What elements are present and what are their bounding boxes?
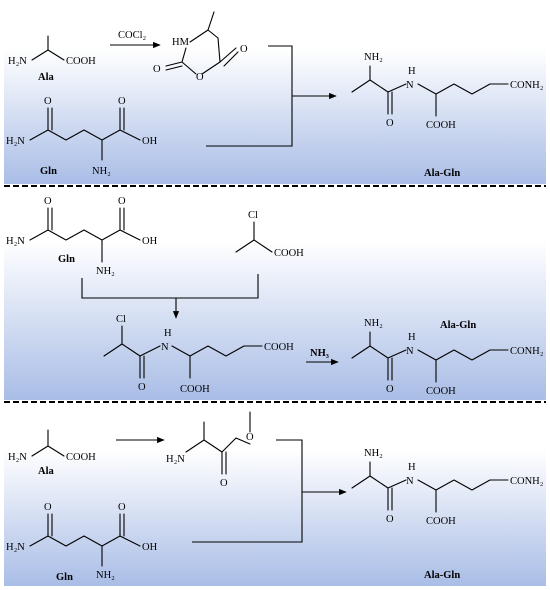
- panel-1: [4, 4, 546, 184]
- int-nitrogen: N: [161, 342, 169, 353]
- ala-amine-label: H₂N: [8, 56, 27, 67]
- int-chlorine: Cl: [116, 314, 126, 325]
- cpa-carboxyl: COOH: [274, 248, 304, 259]
- gln3-amine-label: NH₂: [96, 570, 115, 581]
- product-nitrogen: N: [406, 80, 414, 91]
- product-carboxyl: COOH: [426, 120, 456, 131]
- product2-nitrogen: N: [406, 346, 414, 357]
- product-hydrogen: H: [408, 66, 416, 77]
- gln2-name: Gln: [58, 254, 75, 265]
- ala-gln-product-3: NH₂ N H O COOH CONH₂ Ala-Gln: [351, 448, 544, 581]
- gln-structure-1: H₂N O O OH NH₂ Gln: [6, 96, 158, 177]
- ala3-carboxyl-label: COOH: [66, 452, 96, 463]
- ala3-amine-label: H₂N: [8, 452, 27, 463]
- product-amine: NH₂: [364, 52, 383, 63]
- gln-amide-label: H₂N: [6, 136, 25, 147]
- gln-oxygen-1: O: [44, 96, 52, 107]
- ala-gln-product-1: NH₂ N H O COOH CONH₂ Ala-Gln: [351, 52, 544, 179]
- int-hydrogen: H: [164, 328, 172, 339]
- ala-carboxyl-label: COOH: [66, 56, 96, 67]
- ester-amine: H₂N: [166, 454, 185, 465]
- ala-structure-3: H₂N COOH Ala: [8, 429, 96, 477]
- combine-line-2: [81, 274, 259, 299]
- nca-oxygen-left: O: [153, 64, 161, 75]
- gln2-hydroxyl: OH: [142, 236, 158, 247]
- product2-carboxyl: COOH: [426, 386, 456, 397]
- gln-name: Gln: [40, 166, 57, 177]
- product-name-2: Ala-Gln: [440, 320, 476, 331]
- gln-hydroxyl: OH: [142, 136, 158, 147]
- ala-methyl-ester: H₂N O O: [166, 411, 254, 489]
- ala3-name: Ala: [38, 466, 55, 477]
- product2-oxygen: O: [386, 384, 394, 395]
- product-amide: CONH₂: [510, 80, 544, 91]
- gln2-amine-label: NH₂: [96, 266, 115, 277]
- product3-carboxyl: COOH: [426, 516, 456, 527]
- ala-nca-structure: HM O O O: [153, 11, 248, 83]
- product3-oxygen: O: [386, 514, 394, 525]
- product-name-1: Ala-Gln: [424, 168, 460, 179]
- nca-hm-label: HM: [172, 37, 190, 48]
- int-oxygen: O: [138, 382, 146, 393]
- product3-amine: NH₂: [364, 448, 383, 459]
- reagent-phosgene: COCl₂: [118, 30, 147, 41]
- gln3-amide-label: H₂N: [6, 542, 25, 553]
- combine-line-3: [192, 439, 303, 543]
- gln2-amide-label: H₂N: [6, 236, 25, 247]
- panel-3: [4, 404, 546, 586]
- section-1: H₂N COOH Ala COCl₂ HM O O O: [6, 11, 544, 179]
- gln3-name: Gln: [56, 572, 73, 583]
- gln-structure-3: H₂N O O OH NH₂ Gln: [6, 502, 158, 583]
- gln-oxygen-2: O: [118, 96, 126, 107]
- product-oxygen: O: [386, 118, 394, 129]
- product3-nitrogen: N: [406, 476, 414, 487]
- ala-name: Ala: [38, 72, 55, 83]
- cpa-chlorine: Cl: [248, 210, 258, 221]
- gln3-oxygen-2: O: [118, 502, 126, 513]
- reagent-ammonia: NH₃: [310, 348, 329, 359]
- int-carboxyl-2: COOH: [264, 342, 294, 353]
- int-carboxyl-1: COOH: [180, 384, 210, 395]
- panel-2: [4, 188, 546, 400]
- product2-hydrogen: H: [408, 332, 416, 343]
- nca-oxygen-right: O: [240, 44, 248, 55]
- section-3: H₂N COOH Ala H₂N O O H₂N O O: [6, 411, 544, 583]
- product-name-3: Ala-Gln: [424, 570, 460, 581]
- chloropropionic-acid: Cl COOH: [235, 210, 304, 259]
- product2-amide: CONH₂: [510, 346, 544, 357]
- section-2: H₂N O O OH NH₂ Gln Cl COOH Cl H N: [6, 196, 544, 397]
- gln3-hydroxyl: OH: [142, 542, 158, 553]
- gln3-oxygen-1: O: [44, 502, 52, 513]
- product2-amine: NH₂: [364, 318, 383, 329]
- chloro-intermediate: Cl H N O COOH COOH: [103, 314, 294, 395]
- gln2-oxygen-2: O: [118, 196, 126, 207]
- nca-ring-oxygen: O: [196, 72, 204, 83]
- ester-oxygen-2: O: [220, 478, 228, 489]
- ala-gln-product-2: NH₂ N H O COOH CONH₂ Ala-Gln: [351, 318, 544, 397]
- gln-structure-2: H₂N O O OH NH₂ Gln: [6, 196, 158, 277]
- gln-amine-label: NH₂: [92, 166, 111, 177]
- product3-hydrogen: H: [408, 462, 416, 473]
- product3-amide: CONH₂: [510, 476, 544, 487]
- ester-oxygen-1: O: [246, 432, 254, 443]
- ala-structure-1: H₂N COOH Ala: [8, 35, 96, 83]
- gln2-oxygen-1: O: [44, 196, 52, 207]
